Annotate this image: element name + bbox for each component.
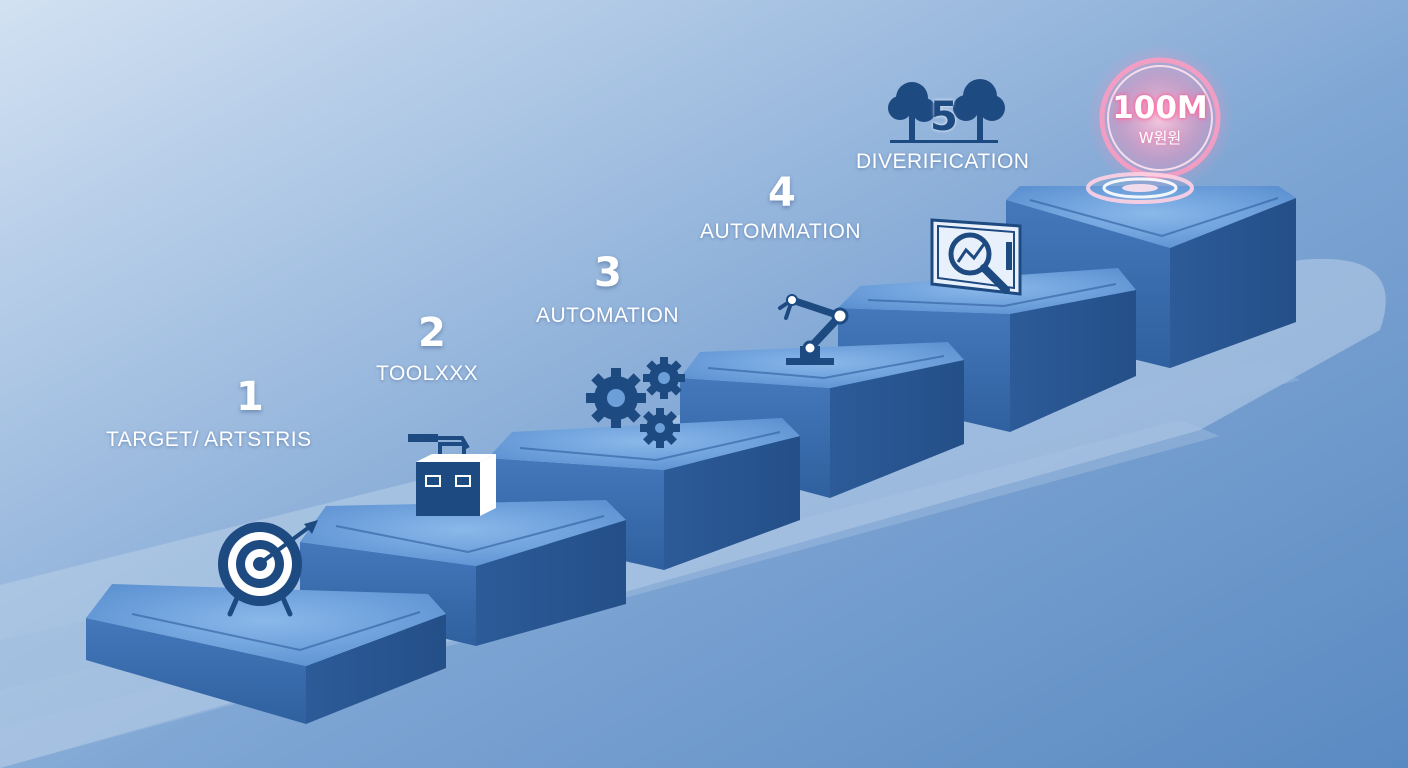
toolbox-icon <box>408 434 496 516</box>
step-2-label: TOOLXXX <box>376 362 479 385</box>
step-1-number: 1 <box>236 374 264 420</box>
step-5-label: DIVERIFICATION <box>856 150 1030 173</box>
step-block-goal <box>1006 186 1296 368</box>
gears-icon <box>586 357 685 448</box>
step-3-number: 3 <box>594 250 622 296</box>
glowing-goal-icon <box>1086 44 1234 204</box>
step-4-label: AUTOMMATION <box>700 220 862 243</box>
chart-magnifier-icon <box>930 218 1022 296</box>
step-1-label: TARGET/ ARTSTRIS <box>106 428 312 451</box>
step-block-1 <box>86 584 446 724</box>
robot-arm-icon <box>778 294 849 365</box>
goal-amount: 100M <box>1112 90 1208 126</box>
target-icon <box>218 520 318 617</box>
step-5-number: 5 <box>930 94 958 140</box>
goal-unit: W원원 <box>1138 129 1182 147</box>
step-4-number: 4 <box>768 170 796 216</box>
step-3-label: AUTOMATION <box>536 304 680 327</box>
trees-icon <box>888 79 1005 143</box>
step-2-number: 2 <box>418 310 446 356</box>
